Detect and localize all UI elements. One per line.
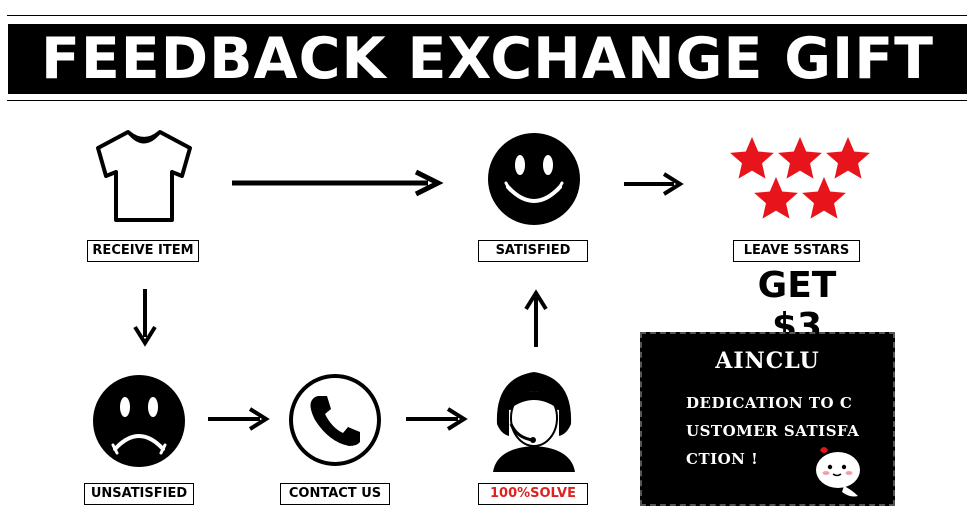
five-stars-group — [730, 137, 870, 219]
mascot-icon — [816, 447, 860, 497]
brand-card: AINCLU DEDICATION TO C USTOMER SATISFA C… — [640, 332, 895, 506]
arrow-right-long — [232, 169, 444, 197]
tshirt-icon — [96, 130, 192, 222]
leave-5stars-label: LEAVE 5STARS — [733, 240, 860, 262]
receive-item-label: RECEIVE ITEM — [87, 240, 199, 262]
brand-name: AINCLU — [715, 348, 820, 374]
star-icon — [730, 137, 774, 179]
support-agent-icon — [493, 372, 575, 472]
star-icon — [826, 137, 870, 179]
bottom-rule — [7, 100, 967, 101]
happy-face-icon — [488, 133, 580, 225]
unsatisfied-label: UNSATISFIED — [84, 483, 194, 505]
satisfied-label: SATISFIED — [478, 240, 588, 262]
100-solve-label: 100%SOLVE — [478, 483, 588, 505]
sad-face-icon — [93, 375, 185, 467]
star-icon — [754, 177, 798, 219]
star-icon — [802, 177, 846, 219]
phone-icon — [289, 374, 381, 466]
dedication-line-2: USTOMER SATISFA — [686, 422, 860, 440]
arrow-right-short — [624, 172, 684, 196]
arrow-right-bottom-2 — [406, 407, 468, 431]
dedication-line-1: DEDICATION TO C — [686, 394, 853, 412]
contact-us-label: CONTACT US — [280, 483, 390, 505]
dedication-line-3: CTION ! — [686, 450, 759, 468]
arrow-down — [133, 289, 157, 347]
star-icon — [778, 137, 822, 179]
arrow-up — [524, 289, 548, 347]
page-title: FEEDBACK EXCHANGE GIFT — [40, 26, 935, 92]
arrow-right-bottom-1 — [208, 407, 270, 431]
top-rule — [7, 15, 967, 16]
title-banner: FEEDBACK EXCHANGE GIFT — [8, 24, 967, 94]
